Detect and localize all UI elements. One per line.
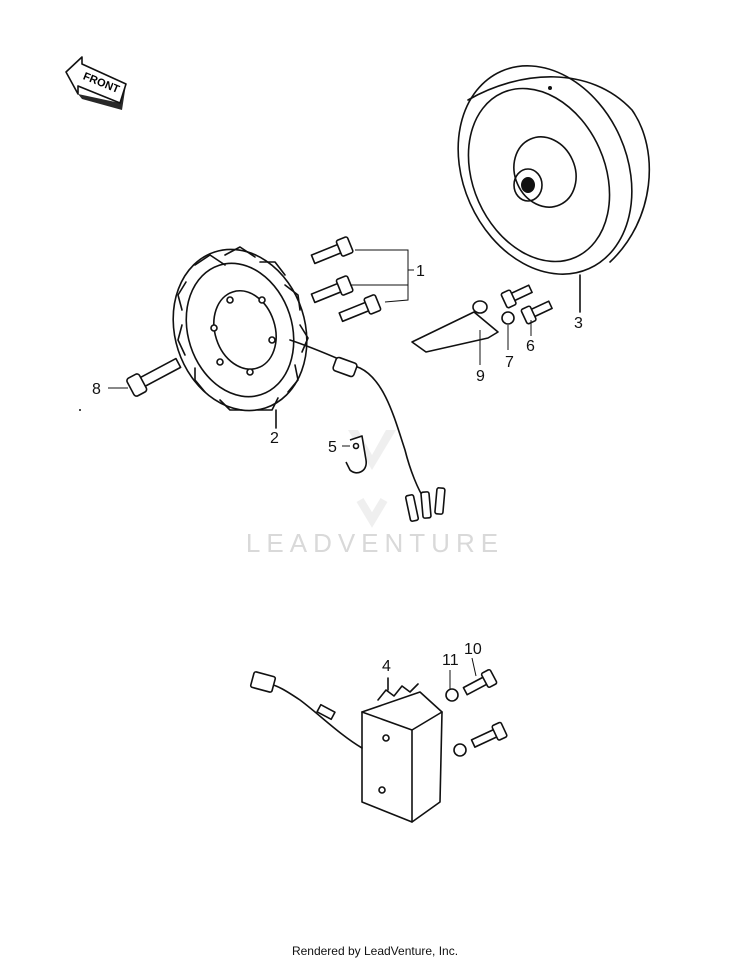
- watermark-text: LEADVENTURE: [246, 528, 504, 558]
- callout-9: 9: [476, 368, 485, 385]
- callout-6: 6: [526, 338, 535, 355]
- callout-1: 1: [416, 263, 425, 280]
- callout-8: 8: [92, 381, 101, 398]
- flywheel-rotor: [457, 65, 651, 313]
- callout-7: 7: [505, 354, 514, 371]
- front-arrow-icon: FRONT: [65, 56, 127, 110]
- callout-4: 4: [382, 658, 391, 675]
- callout-10: 10: [464, 641, 482, 658]
- footer-credit: Rendered by LeadVenture, Inc.: [291, 944, 459, 958]
- regulator-bolts: [445, 657, 508, 757]
- bolt-8: [108, 357, 182, 397]
- callout-5: 5: [328, 439, 337, 456]
- wire-clamp: [342, 435, 367, 474]
- stator-coil: [172, 246, 446, 522]
- callout-2: 2: [270, 430, 279, 447]
- pickup-plate: [411, 284, 553, 365]
- callout-3: 3: [574, 315, 583, 332]
- regulator-rectifier: [249, 671, 443, 823]
- callout-11: 11: [442, 652, 459, 669]
- stator-screws: [310, 236, 414, 323]
